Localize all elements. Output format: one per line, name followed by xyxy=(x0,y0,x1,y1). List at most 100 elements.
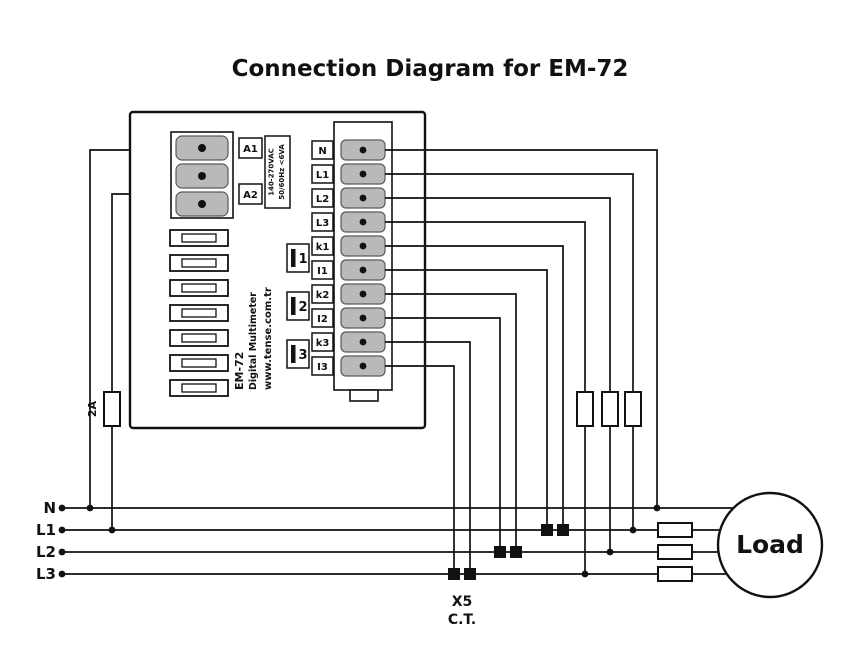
terminal-label-box xyxy=(311,332,334,352)
phase-fuse-L3 xyxy=(576,391,594,427)
terminal-label-box xyxy=(311,356,334,376)
terminal-label: k1 xyxy=(316,242,330,253)
bus-label-L2: L2 xyxy=(36,543,56,561)
terminal-screw-icon xyxy=(359,194,367,202)
wire-k1 xyxy=(385,245,564,530)
terminal-label-box xyxy=(311,164,334,184)
bus-label-N: N xyxy=(43,499,56,517)
device-body: A1 A2 140-270VAC 50/60Hz <6VA xyxy=(128,110,427,430)
terminal-screw-icon xyxy=(359,146,367,154)
terminal-label-box xyxy=(311,236,334,256)
power-terminal-labels: A1 A2 xyxy=(238,137,263,205)
load-fuse-L1 xyxy=(657,522,693,538)
bus-label-L3: L3 xyxy=(36,565,56,583)
load: Load xyxy=(716,491,824,599)
junction-dots xyxy=(58,504,661,578)
ct-L2-terminal xyxy=(510,546,522,558)
terminal-label: I1 xyxy=(317,266,328,277)
terminal-screw-icon xyxy=(359,362,367,370)
ct-group-number: 1 xyxy=(298,252,307,267)
junction-dot xyxy=(58,570,66,578)
device-type-label: Digital Multimeter xyxy=(248,292,259,390)
junction-dot xyxy=(58,504,66,512)
terminal-label: I3 xyxy=(317,362,328,373)
wire-I2 xyxy=(385,317,501,552)
clamp-inner xyxy=(181,383,217,393)
terminal-label: N xyxy=(318,146,326,157)
ct-bar-icon xyxy=(291,345,296,363)
load-fuse-L2 xyxy=(657,544,693,560)
device-branding: EM-72 Digital Multimeter www.tense.com.t… xyxy=(233,287,274,390)
terminal-label-boxes: N L1 L2 L3 k1 I1 k2 I2 k3 I3 xyxy=(311,140,334,376)
terminal-label-box xyxy=(311,212,334,232)
device-website-label: www.tense.com.tr xyxy=(263,287,274,390)
wire-L2 xyxy=(385,197,611,552)
terminal-label: k2 xyxy=(316,290,330,301)
terminal-screw-icon xyxy=(359,242,367,250)
wire-L3 xyxy=(385,221,586,574)
load-circle xyxy=(716,491,824,599)
terminal-label-box xyxy=(311,140,334,160)
ct-L3-terminal xyxy=(448,568,460,580)
load-fuse-L3 xyxy=(657,566,693,582)
supply-fuse xyxy=(103,391,121,427)
clamp-inner xyxy=(181,333,217,343)
wire-supply-neutral xyxy=(89,149,130,508)
clamp-inner xyxy=(181,233,217,243)
junction-dot xyxy=(86,504,94,512)
clamp-inner xyxy=(181,283,217,293)
junction-dot xyxy=(108,526,116,534)
bus-lines xyxy=(62,507,736,575)
bus-labels: N L1 L2 L3 xyxy=(36,499,56,583)
ct-annotation: X5 C.T. xyxy=(448,594,476,628)
wire-N xyxy=(385,149,658,508)
terminal-screw-icon xyxy=(359,170,367,178)
terminal-label-box xyxy=(311,260,334,280)
junction-dot xyxy=(653,504,661,512)
power-rating-frame xyxy=(264,135,291,209)
ct-L1-terminal xyxy=(557,524,569,536)
a1-label-box xyxy=(238,137,263,159)
device-model-label: EM-72 xyxy=(233,352,246,390)
power-rating-box: 140-270VAC 50/60Hz <6VA xyxy=(264,135,291,209)
terminal-screw-icon xyxy=(359,290,367,298)
terminal-label-box xyxy=(311,308,334,328)
wire-k2 xyxy=(385,293,517,552)
terminal-label-box xyxy=(311,188,334,208)
terminal-label: I2 xyxy=(317,314,328,325)
current-transformers xyxy=(448,524,569,580)
clamp-inner xyxy=(181,358,217,368)
a2-label-box xyxy=(238,183,263,205)
terminal-screw-icon xyxy=(359,338,367,346)
fuses: 2A xyxy=(86,391,693,582)
ct-group-marks: 1 2 3 xyxy=(286,243,310,369)
phase-fuse-L2 xyxy=(601,391,619,427)
bus-label-L1: L1 xyxy=(36,521,56,539)
junction-dot xyxy=(606,548,614,556)
terminal-label: L1 xyxy=(316,170,329,181)
ct-group-number: 2 xyxy=(298,300,307,315)
junction-dot xyxy=(581,570,589,578)
junction-dot xyxy=(58,548,66,556)
ct-group-number: 3 xyxy=(298,348,307,363)
load-label: Load xyxy=(736,530,804,559)
terminal-screw-icon xyxy=(198,144,206,152)
clamp-inner xyxy=(181,258,217,268)
wire-supply-phase xyxy=(111,193,130,530)
junction-dot xyxy=(58,526,66,534)
terminal-label-box xyxy=(311,284,334,304)
terminal-strip-tab xyxy=(349,389,379,402)
ct-L1-terminal xyxy=(541,524,553,536)
terminal-screw-icon xyxy=(359,266,367,274)
wire-k3 xyxy=(385,341,471,574)
terminal-label: L2 xyxy=(316,194,329,205)
a2-label: A2 xyxy=(243,190,258,201)
phase-fuse-L1 xyxy=(624,391,642,427)
ct-bar-icon xyxy=(291,297,296,315)
ct-type-label: C.T. xyxy=(448,612,476,628)
wire-I1 xyxy=(385,269,548,530)
ct-bar-icon xyxy=(291,249,296,267)
clamp-column xyxy=(169,229,229,397)
